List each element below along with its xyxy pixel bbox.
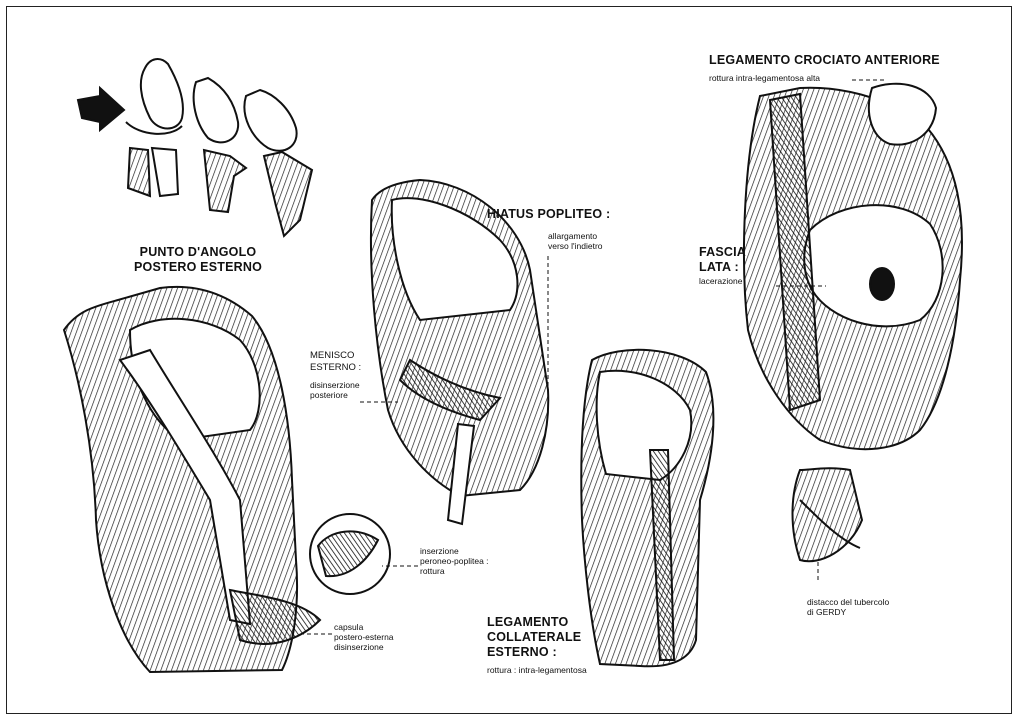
- inserzione-line1: inserzione: [420, 546, 489, 556]
- lce-line1: LEGAMENTO: [487, 615, 581, 630]
- lca-note: rottura intra-legamentosa alta: [709, 73, 820, 83]
- fascia-line2: LATA :: [699, 260, 746, 275]
- knee-series-small: [78, 59, 312, 236]
- menisco-note-line1: disinserzione: [310, 380, 360, 390]
- hiatus-popliteo-note: allargamento verso l'indietro: [548, 231, 603, 251]
- hiatus-note-line1: allargamento: [548, 231, 603, 241]
- inserzione-line3: rottura: [420, 566, 489, 576]
- inserzione-line2: peroneo-poplitea :: [420, 556, 489, 566]
- gerdy-line2: di GERDY: [807, 607, 889, 617]
- hiatus-note-line2: verso l'indietro: [548, 241, 603, 251]
- lce-title: LEGAMENTO COLLATERALE ESTERNO :: [487, 615, 581, 660]
- menisco-line1: MENISCO: [310, 350, 361, 362]
- menisco-note: disinserzione posteriore: [310, 380, 360, 400]
- inserzione-peroneo-poplitea-label: inserzione peroneo-poplitea : rottura: [420, 546, 489, 576]
- menisco-esterno-label: MENISCO ESTERNO :: [310, 350, 361, 374]
- fascia-line1: FASCIA: [699, 245, 746, 260]
- gerdy-line1: distacco del tubercolo: [807, 597, 889, 607]
- menisco-line2: ESTERNO :: [310, 362, 361, 374]
- knee-popliteal-hiatus: [371, 180, 548, 524]
- fascia-lata-title: FASCIA LATA :: [699, 245, 746, 275]
- lce-line2: COLLATERALE: [487, 630, 581, 645]
- capsula-line1: capsula: [334, 622, 394, 632]
- punto-angolo-title: PUNTO D'ANGOLO POSTERO ESTERNO: [108, 245, 288, 275]
- knee-lateral-collateral: [581, 350, 713, 666]
- inset-gerdy-tubercle: [793, 468, 863, 561]
- hiatus-popliteo-title: HIATUS POPLITEO :: [487, 207, 610, 222]
- lce-line3: ESTERNO :: [487, 645, 581, 660]
- pointer-arrow-icon: [78, 88, 124, 130]
- gerdy-label: distacco del tubercolo di GERDY: [807, 597, 889, 617]
- fascia-lata-note: lacerazione: [699, 276, 742, 286]
- knee-anterior-cruciate: [744, 84, 962, 449]
- knee-posterolateral-corner: [64, 287, 320, 672]
- lce-note: rottura : intra-legamentosa: [487, 665, 587, 675]
- capsula-label: capsula postero-esterna disinserzione: [334, 622, 394, 652]
- menisco-note-line2: posteriore: [310, 390, 360, 400]
- capsula-line2: postero-esterna: [334, 632, 394, 642]
- lca-title: LEGAMENTO CROCIATO ANTERIORE: [709, 53, 940, 68]
- punto-angolo-title-line2: POSTERO ESTERNO: [108, 260, 288, 275]
- punto-angolo-title-line1: PUNTO D'ANGOLO: [108, 245, 288, 260]
- inset-peroneo-popliteal: [310, 514, 390, 594]
- capsula-line3: disinserzione: [334, 642, 394, 652]
